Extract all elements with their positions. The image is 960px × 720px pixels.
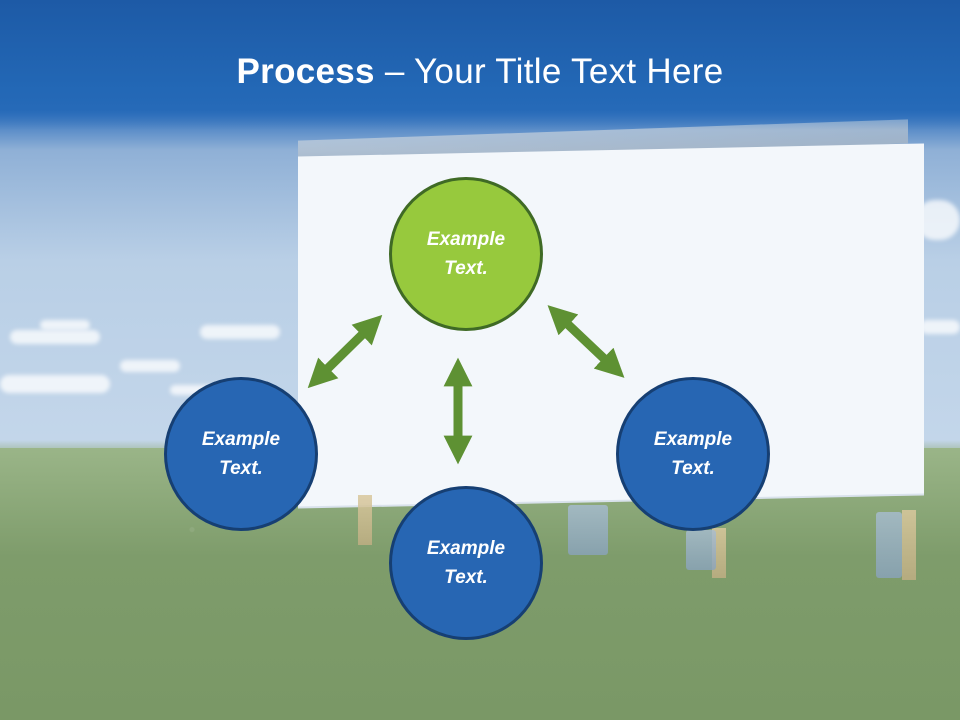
node-label: Example Text. [426,229,506,279]
process-node-bottom: Example Text. [389,486,543,640]
node-label: Example Text. [426,538,506,588]
billboard-post [358,495,372,545]
node-label: Example Text. [201,429,281,479]
double-arrow-right [547,305,625,378]
title-bar [0,0,960,130]
slide-title: Process – Your Title Text Here [0,52,960,92]
double-arrow-left [307,314,383,389]
billboard-leg [876,512,902,578]
node-label: Example Text. [653,429,733,479]
billboard-leg [568,505,608,555]
title-bold: Process [236,52,375,91]
process-node-left: Example Text. [164,377,318,531]
billboard-leg [686,530,716,570]
billboard-post [902,510,916,580]
process-node-top: Example Text. [389,177,543,331]
title-rest: – Your Title Text Here [374,52,724,91]
process-node-right: Example Text. [616,377,770,531]
